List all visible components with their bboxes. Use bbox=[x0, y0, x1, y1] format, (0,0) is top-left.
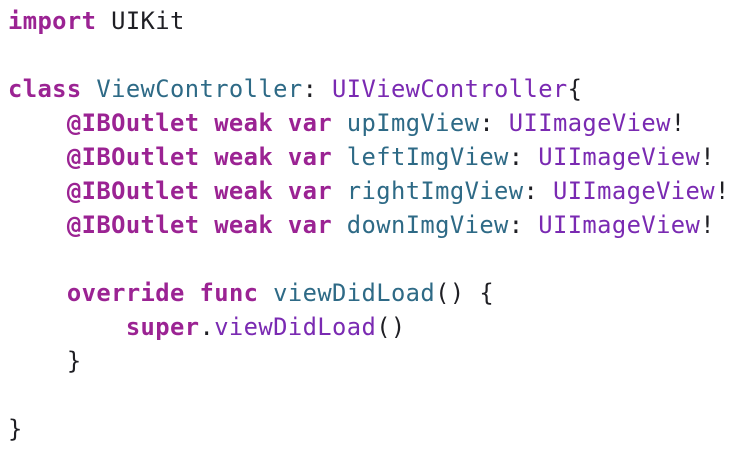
code-keyword: var bbox=[287, 177, 333, 205]
code-keyword: override bbox=[66, 279, 185, 307]
code-text bbox=[185, 279, 200, 307]
code-line-super-call: super.viewDidLoad() bbox=[8, 310, 406, 344]
code-keyword: var bbox=[287, 211, 333, 239]
code-text: : bbox=[479, 109, 509, 137]
code-text: . bbox=[199, 313, 215, 341]
code-text bbox=[273, 109, 288, 137]
code-line-class-close: } bbox=[8, 412, 23, 446]
code-type-name: viewDidLoad bbox=[214, 313, 377, 341]
code-text bbox=[199, 109, 214, 137]
code-identifier: upImgView bbox=[346, 109, 480, 137]
code-text: () { bbox=[435, 279, 495, 307]
code-text bbox=[332, 177, 347, 205]
code-text bbox=[332, 211, 347, 239]
code-text bbox=[8, 177, 67, 205]
code-text: ! bbox=[700, 143, 715, 171]
code-keyword: class bbox=[8, 75, 82, 103]
code-line-outlet-left: @IBOutlet weak var leftImgView: UIImageV… bbox=[8, 140, 715, 174]
code-text: } bbox=[8, 415, 23, 443]
code-identifier: ViewController bbox=[96, 75, 303, 103]
code-keyword: weak bbox=[214, 211, 274, 239]
code-keyword: @IBOutlet bbox=[66, 109, 200, 137]
code-identifier: leftImgView bbox=[346, 143, 509, 171]
code-text: ! bbox=[670, 109, 686, 137]
code-keyword: super bbox=[125, 313, 200, 341]
code-line-outlet-right: @IBOutlet weak var rightImgView: UIImage… bbox=[8, 174, 730, 208]
code-keyword: weak bbox=[214, 109, 274, 137]
code-text: } bbox=[8, 347, 82, 375]
code-keyword: @IBOutlet bbox=[66, 143, 200, 171]
code-type-name: UIImageView bbox=[538, 143, 701, 171]
code-line-outlet-up: @IBOutlet weak var upImgView: UIImageVie… bbox=[8, 106, 686, 140]
code-keyword: @IBOutlet bbox=[66, 177, 200, 205]
code-keyword: import bbox=[8, 7, 97, 35]
code-keyword: var bbox=[287, 109, 333, 137]
code-line-func-close: } bbox=[8, 344, 82, 378]
code-text bbox=[332, 109, 347, 137]
code-text bbox=[82, 75, 97, 103]
code-text bbox=[199, 177, 214, 205]
code-keyword: func bbox=[199, 279, 259, 307]
code-text bbox=[8, 279, 67, 307]
code-text bbox=[8, 211, 67, 239]
code-type-name: UIImageView bbox=[508, 109, 671, 137]
code-keyword: weak bbox=[214, 143, 274, 171]
code-line-class-declaration: class ViewController: UIViewController{ bbox=[8, 72, 582, 106]
code-text bbox=[199, 143, 214, 171]
code-text bbox=[8, 313, 126, 341]
code-keyword: weak bbox=[214, 177, 274, 205]
code-line-outlet-down: @IBOutlet weak var downImgView: UIImageV… bbox=[8, 208, 715, 242]
code-text bbox=[273, 211, 288, 239]
code-keyword: var bbox=[287, 143, 333, 171]
code-text bbox=[332, 143, 347, 171]
code-text: { bbox=[567, 75, 583, 103]
code-type-name: UIViewController bbox=[332, 75, 568, 103]
code-text bbox=[8, 109, 67, 137]
code-text: ! bbox=[700, 211, 715, 239]
code-text bbox=[273, 143, 288, 171]
code-text bbox=[199, 211, 214, 239]
code-text: ! bbox=[714, 177, 730, 205]
code-type-name: UIImageView bbox=[552, 177, 715, 205]
code-keyword: @IBOutlet bbox=[66, 211, 200, 239]
code-text: UIKit bbox=[96, 7, 185, 35]
code-line-import: import UIKit bbox=[8, 4, 185, 38]
code-identifier: rightImgView bbox=[346, 177, 524, 205]
code-text bbox=[273, 177, 288, 205]
code-text: : bbox=[523, 177, 553, 205]
code-type-name: UIImageView bbox=[538, 211, 701, 239]
code-text: : bbox=[508, 143, 539, 171]
code-line-func-declaration: override func viewDidLoad() { bbox=[8, 276, 494, 310]
code-text: : bbox=[508, 211, 539, 239]
code-identifier: viewDidLoad bbox=[273, 279, 436, 307]
code-identifier: downImgView bbox=[346, 211, 509, 239]
code-text: () bbox=[376, 313, 406, 341]
code-text bbox=[258, 279, 273, 307]
code-text bbox=[8, 143, 67, 171]
code-text: : bbox=[302, 75, 333, 103]
